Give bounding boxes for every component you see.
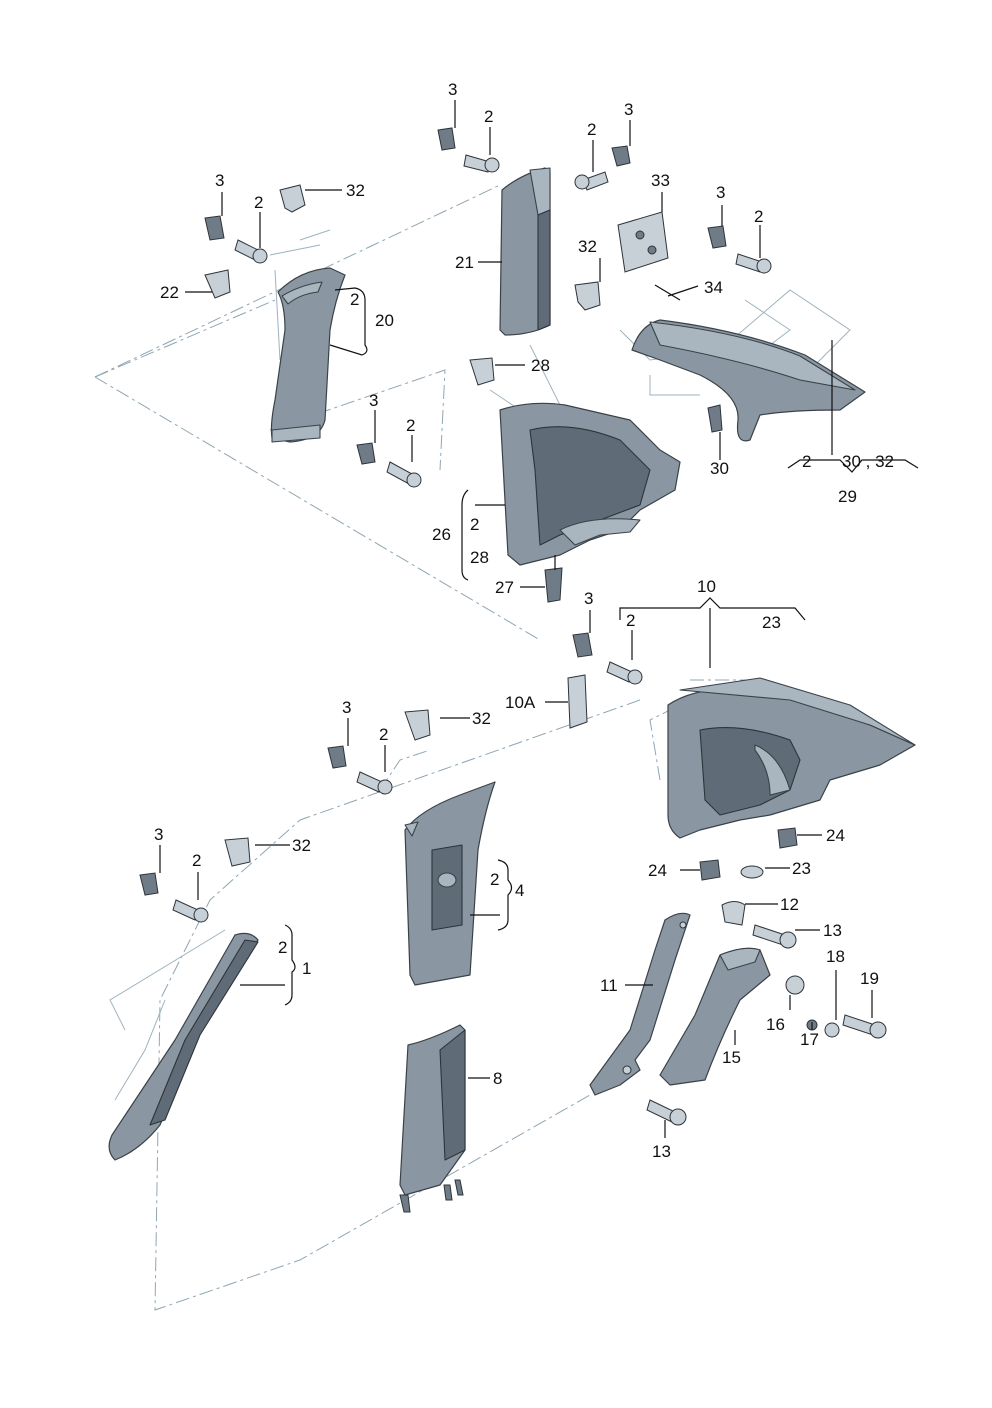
callout-21: 21 <box>455 253 474 272</box>
clip-32-top <box>279 184 306 213</box>
assembly-lines <box>94 184 851 1311</box>
callout-2: 2 <box>587 120 596 139</box>
trim-part-11 <box>589 912 691 1096</box>
callout-13: 13 <box>823 921 842 940</box>
callout-13: 13 <box>652 1142 671 1161</box>
callout-2: 2 <box>490 870 499 889</box>
trim-part-8 <box>399 1024 466 1213</box>
nut-12 <box>721 901 746 926</box>
callout-2: 2 <box>470 515 479 534</box>
callout-27: 27 <box>495 578 514 597</box>
callout-16: 16 <box>766 1015 785 1034</box>
callout-2: 2 <box>254 193 263 212</box>
callout-4: 4 <box>515 881 524 900</box>
callout-24: 24 <box>648 861 667 880</box>
callout-3: 3 <box>215 171 224 190</box>
trim-part-21 <box>499 167 551 336</box>
callout-22: 22 <box>160 283 179 302</box>
callout-2: 2 <box>278 938 287 957</box>
callout-10: 10 <box>697 577 716 596</box>
callout-2: 2 <box>802 452 811 471</box>
callout-2: 2 <box>406 416 415 435</box>
callout-32: 32 <box>472 709 491 728</box>
callout-33: 33 <box>651 171 670 190</box>
callout-1: 1 <box>302 959 311 978</box>
trim-part-4 <box>404 781 496 986</box>
trim-part-15 <box>659 947 771 1086</box>
callout-3: 3 <box>448 80 457 99</box>
push-pin-23 <box>740 865 764 879</box>
clip-28 <box>469 357 495 386</box>
callout-29: 29 <box>838 487 857 506</box>
callout-3: 3 <box>624 100 633 119</box>
part-10A <box>567 674 588 729</box>
callout-3: 3 <box>342 698 351 717</box>
callout-23: 23 <box>792 859 811 878</box>
trim-part-20 <box>270 267 346 443</box>
callout-3: 3 <box>584 589 593 608</box>
callout-2: 2 <box>626 611 635 630</box>
callout-30: 30 <box>710 459 729 478</box>
callout-3: 3 <box>154 825 163 844</box>
clip-27 <box>544 567 563 603</box>
clip-32-low1 <box>404 709 431 741</box>
callout-20: 20 <box>375 311 394 330</box>
callout-18: 18 <box>826 947 845 966</box>
trim-part-26 <box>499 402 681 566</box>
callout-28: 28 <box>531 356 550 375</box>
callout-32: 32 <box>346 181 365 200</box>
callout-32: 32 <box>292 836 311 855</box>
clip-24-right <box>777 827 798 849</box>
callout-23: 23 <box>762 613 781 632</box>
callout-24: 24 <box>826 826 845 845</box>
callout-34: 34 <box>704 278 723 297</box>
callout-19: 19 <box>860 969 879 988</box>
callout-2: 2 <box>379 725 388 744</box>
callout-3: 3 <box>716 183 725 202</box>
clip-32-mid <box>574 281 601 311</box>
screws <box>139 127 887 1126</box>
leader-lines <box>159 100 919 1138</box>
callout-2: 2 <box>754 207 763 226</box>
callout-3: 3 <box>369 391 378 410</box>
callout-2: 2 <box>350 290 359 309</box>
callout-17: 17 <box>800 1030 819 1049</box>
nut-18 <box>824 1022 840 1038</box>
clip-22 <box>204 269 231 299</box>
callout-10A: 10A <box>505 693 536 712</box>
trim-part-29 <box>631 319 866 442</box>
callout-30-32: 30 , 32 <box>842 452 894 471</box>
callout-26: 26 <box>432 525 451 544</box>
clip-32-low2 <box>224 837 251 867</box>
callouts: 3 2 2 3 3 2 32 33 3 2 32 21 34 22 2 20 2… <box>154 80 894 1161</box>
trim-part-1 <box>108 932 259 1161</box>
callout-11: 11 <box>600 976 618 995</box>
callout-2: 2 <box>484 107 493 126</box>
callout-2: 2 <box>192 851 201 870</box>
bracket-33 <box>617 211 669 273</box>
callout-32: 32 <box>578 237 597 256</box>
clips <box>204 184 840 1038</box>
callout-8: 8 <box>493 1069 502 1088</box>
washer-16 <box>785 975 805 995</box>
callout-12: 12 <box>780 895 799 914</box>
clip-30 <box>707 404 723 433</box>
clip-24-left <box>699 859 721 881</box>
trim-part-10 <box>667 677 916 839</box>
callout-28: 28 <box>470 548 489 567</box>
callout-15: 15 <box>722 1048 741 1067</box>
